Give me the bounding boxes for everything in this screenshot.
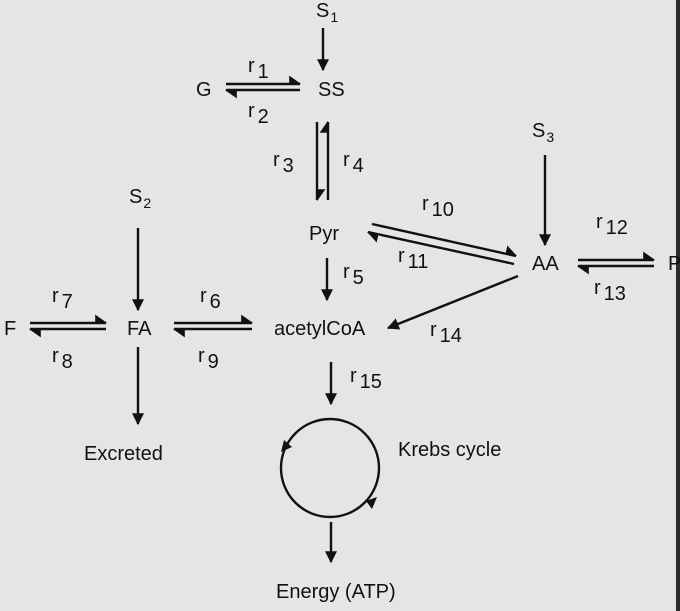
node-ss: SS (318, 79, 345, 101)
node-g: G (196, 79, 212, 101)
node-krebs-cycle: Krebs cycle (398, 439, 501, 461)
node-energy-atp: Energy (ATP) (276, 581, 396, 603)
node-s2: S2 (129, 186, 151, 211)
node-fa: FA (127, 318, 152, 340)
arrow-aa-to-acetylcoa (386, 274, 519, 330)
krebs-cycle-circle (279, 417, 381, 519)
node-pyr: Pyr (309, 223, 339, 245)
node-s1: S1 (316, 0, 338, 25)
node-p: P (668, 253, 680, 275)
node-aa: AA (532, 253, 559, 275)
node-s3: S3 (532, 120, 554, 145)
krebs-cycle-arrowhead-left (281, 440, 292, 452)
node-excreted: Excreted (84, 443, 163, 465)
arrow-pyr-to-aa (371, 222, 518, 258)
arrow-aa-to-pyr (366, 230, 515, 266)
krebs-cycle-arrowhead-right (366, 497, 377, 509)
node-acetylcoa: acetylCoA (274, 318, 366, 340)
node-f: F (4, 318, 16, 340)
